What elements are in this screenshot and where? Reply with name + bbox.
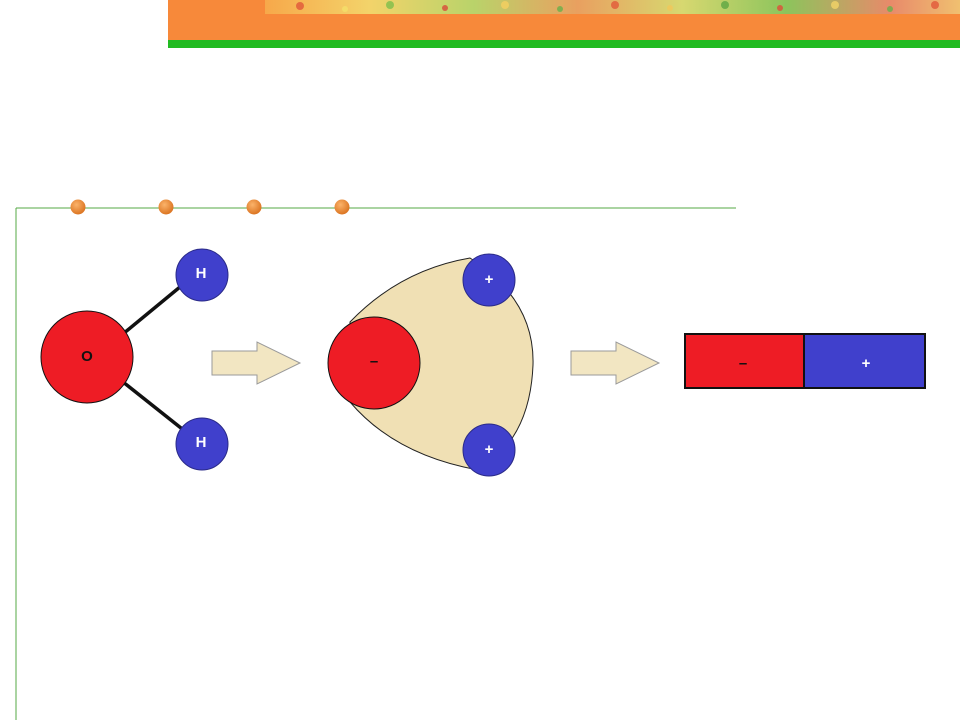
bullet-dot bbox=[70, 199, 86, 215]
charge-model: – + + bbox=[327, 253, 534, 477]
dipole-positive-label: + bbox=[862, 355, 871, 372]
bond-top bbox=[116, 280, 188, 340]
bullet-dot bbox=[334, 199, 350, 215]
electron-cloud bbox=[349, 257, 534, 471]
header-green-line bbox=[168, 40, 960, 48]
oxygen-atom bbox=[40, 310, 134, 404]
arrow-right-icon bbox=[570, 341, 661, 385]
dipole-negative-label: – bbox=[739, 355, 747, 372]
hydrogen-bottom-label: H bbox=[196, 434, 207, 451]
positive-bottom-label: + bbox=[485, 441, 494, 458]
negative-charge-label: – bbox=[370, 353, 378, 370]
arrow-right-icon bbox=[211, 341, 302, 385]
hydrogen-atom-bottom bbox=[175, 417, 229, 471]
water-molecule: O H H bbox=[40, 248, 229, 471]
bullet-dot bbox=[158, 199, 174, 215]
negative-charge-center bbox=[327, 316, 421, 410]
positive-charge-bottom bbox=[462, 423, 516, 477]
bond-bottom bbox=[116, 376, 188, 434]
bullet-dot bbox=[246, 199, 262, 215]
positive-top-label: + bbox=[485, 271, 494, 288]
header-banner bbox=[168, 0, 960, 48]
dipole-bar: – + bbox=[684, 333, 926, 389]
content-frame bbox=[15, 199, 736, 720]
oxygen-label: O bbox=[81, 348, 93, 365]
hydrogen-atom-top bbox=[175, 248, 229, 302]
hydrogen-top-label: H bbox=[196, 265, 207, 282]
dipole-negative-end bbox=[684, 333, 805, 389]
header-flower-dots bbox=[296, 1, 939, 12]
dipole-positive-end bbox=[803, 333, 926, 389]
positive-charge-top bbox=[462, 253, 516, 307]
